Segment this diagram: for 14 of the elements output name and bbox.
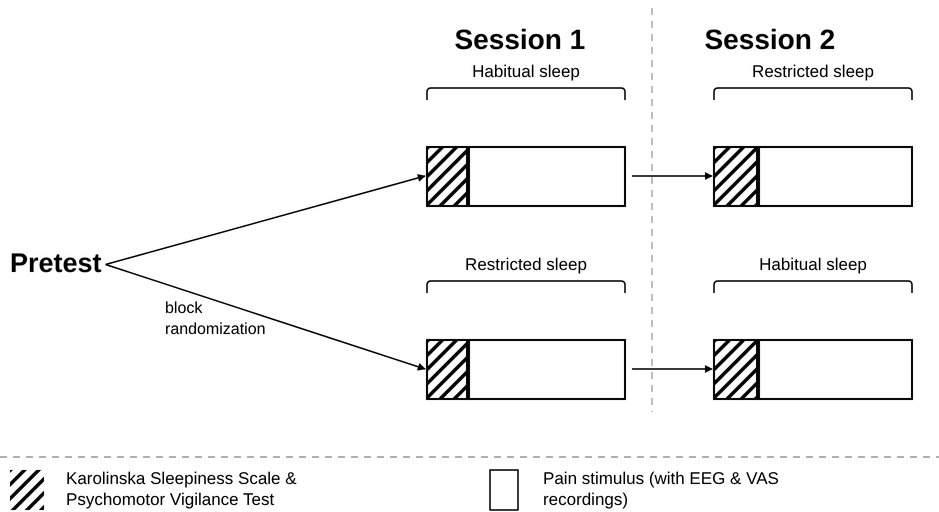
session-heading: Session 1 [454,24,586,56]
arrow [632,172,713,180]
arrow [105,264,426,371]
arrow [105,174,426,266]
condition-title: Habitual sleep [758,255,868,275]
condition-title: Restricted sleep [464,255,588,275]
condition-title: Restricted sleep [751,62,875,82]
arrow [632,365,713,373]
legend-text: Karolinska Sleepiness Scale & Psychomotor Vigilance Test [66,468,298,510]
legend-text: Pain stimulus (with EEG & VAS recordings) [543,468,780,510]
stage-label: Pretest [10,248,102,279]
edge-label: block randomization [165,299,266,340]
session-heading: Session 2 [704,24,836,56]
condition-title: Habitual sleep [471,62,581,82]
